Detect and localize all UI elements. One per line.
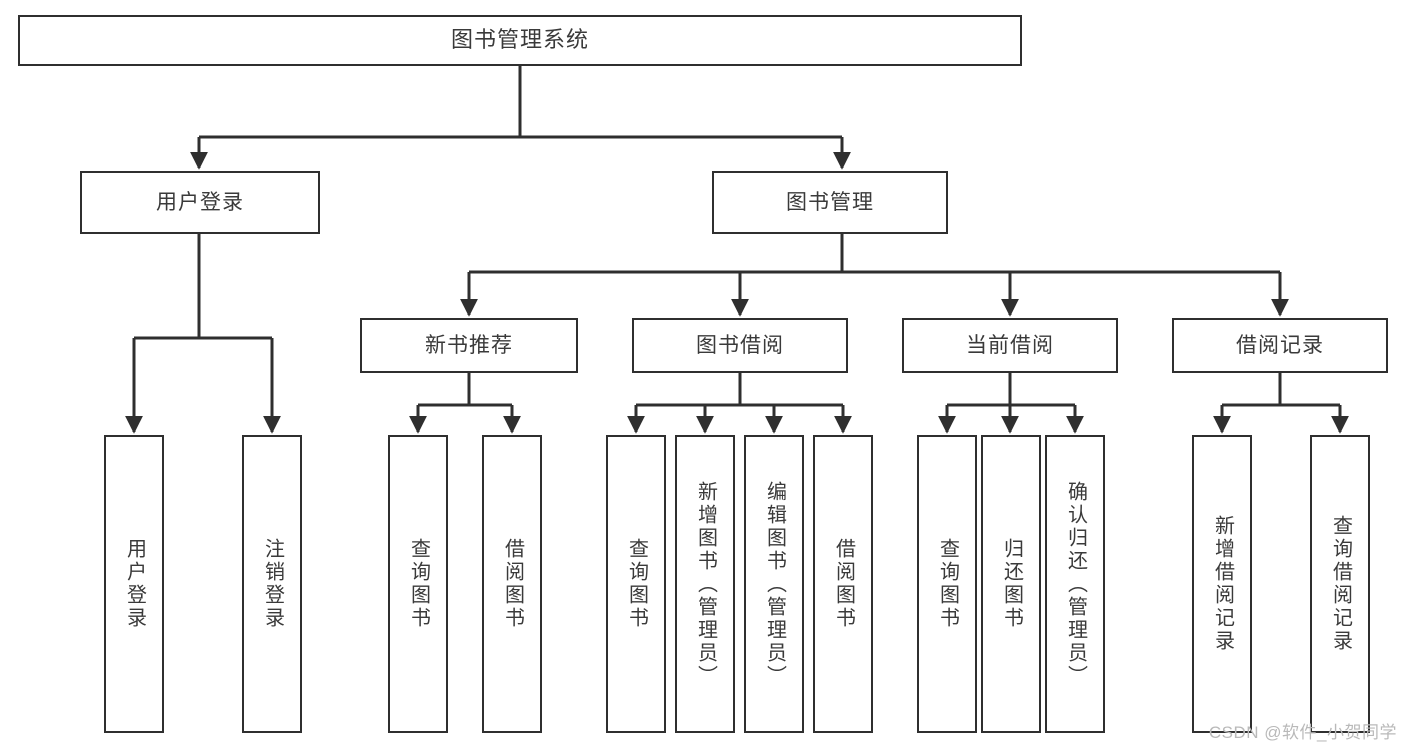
leaf-label: 确认归还（管理员） — [1064, 480, 1087, 688]
node-book-borrow[interactable]: 图书借阅 — [632, 318, 848, 373]
leaf-user-login-login[interactable]: 用户登录 — [104, 435, 164, 733]
leaf-label: 注销登录 — [261, 538, 284, 630]
node-user-login[interactable]: 用户登录 — [80, 171, 320, 234]
leaf-new-book-borrow[interactable]: 借阅图书 — [482, 435, 542, 733]
leaf-label: 编辑图书（管理员） — [763, 480, 786, 688]
leaf-label: 新增图书（管理员） — [694, 480, 717, 688]
leaf-current-borrow-return[interactable]: 归还图书 — [981, 435, 1041, 733]
leaf-label: 查询图书 — [407, 538, 430, 630]
node-new-book-recommend[interactable]: 新书推荐 — [360, 318, 578, 373]
leaf-label: 借阅图书 — [832, 538, 855, 630]
leaf-new-book-query[interactable]: 查询图书 — [388, 435, 448, 733]
leaf-label: 查询图书 — [625, 538, 648, 630]
node-root-system[interactable]: 图书管理系统 — [18, 15, 1022, 66]
leaf-current-borrow-confirm[interactable]: 确认归还（管理员） — [1045, 435, 1105, 733]
leaf-current-borrow-query[interactable]: 查询图书 — [917, 435, 977, 733]
leaf-book-borrow-edit[interactable]: 编辑图书（管理员） — [744, 435, 804, 733]
leaf-label: 新增借阅记录 — [1211, 515, 1234, 653]
leaf-borrow-record-query[interactable]: 查询借阅记录 — [1310, 435, 1370, 733]
node-book-management[interactable]: 图书管理 — [712, 171, 948, 234]
leaf-book-borrow-borrow[interactable]: 借阅图书 — [813, 435, 873, 733]
leaf-label: 用户登录 — [123, 538, 146, 630]
node-current-borrow[interactable]: 当前借阅 — [902, 318, 1118, 373]
leaf-user-login-logout[interactable]: 注销登录 — [242, 435, 302, 733]
leaf-book-borrow-add[interactable]: 新增图书（管理员） — [675, 435, 735, 733]
leaf-label: 查询借阅记录 — [1329, 515, 1352, 653]
leaf-borrow-record-add[interactable]: 新增借阅记录 — [1192, 435, 1252, 733]
leaf-book-borrow-query[interactable]: 查询图书 — [606, 435, 666, 733]
leaf-label: 借阅图书 — [501, 538, 524, 630]
node-borrow-record[interactable]: 借阅记录 — [1172, 318, 1388, 373]
leaf-label: 归还图书 — [1000, 538, 1023, 630]
csdn-watermark: CSDN @软件_小贺同学 — [1208, 723, 1397, 742]
leaf-label: 查询图书 — [936, 538, 959, 630]
